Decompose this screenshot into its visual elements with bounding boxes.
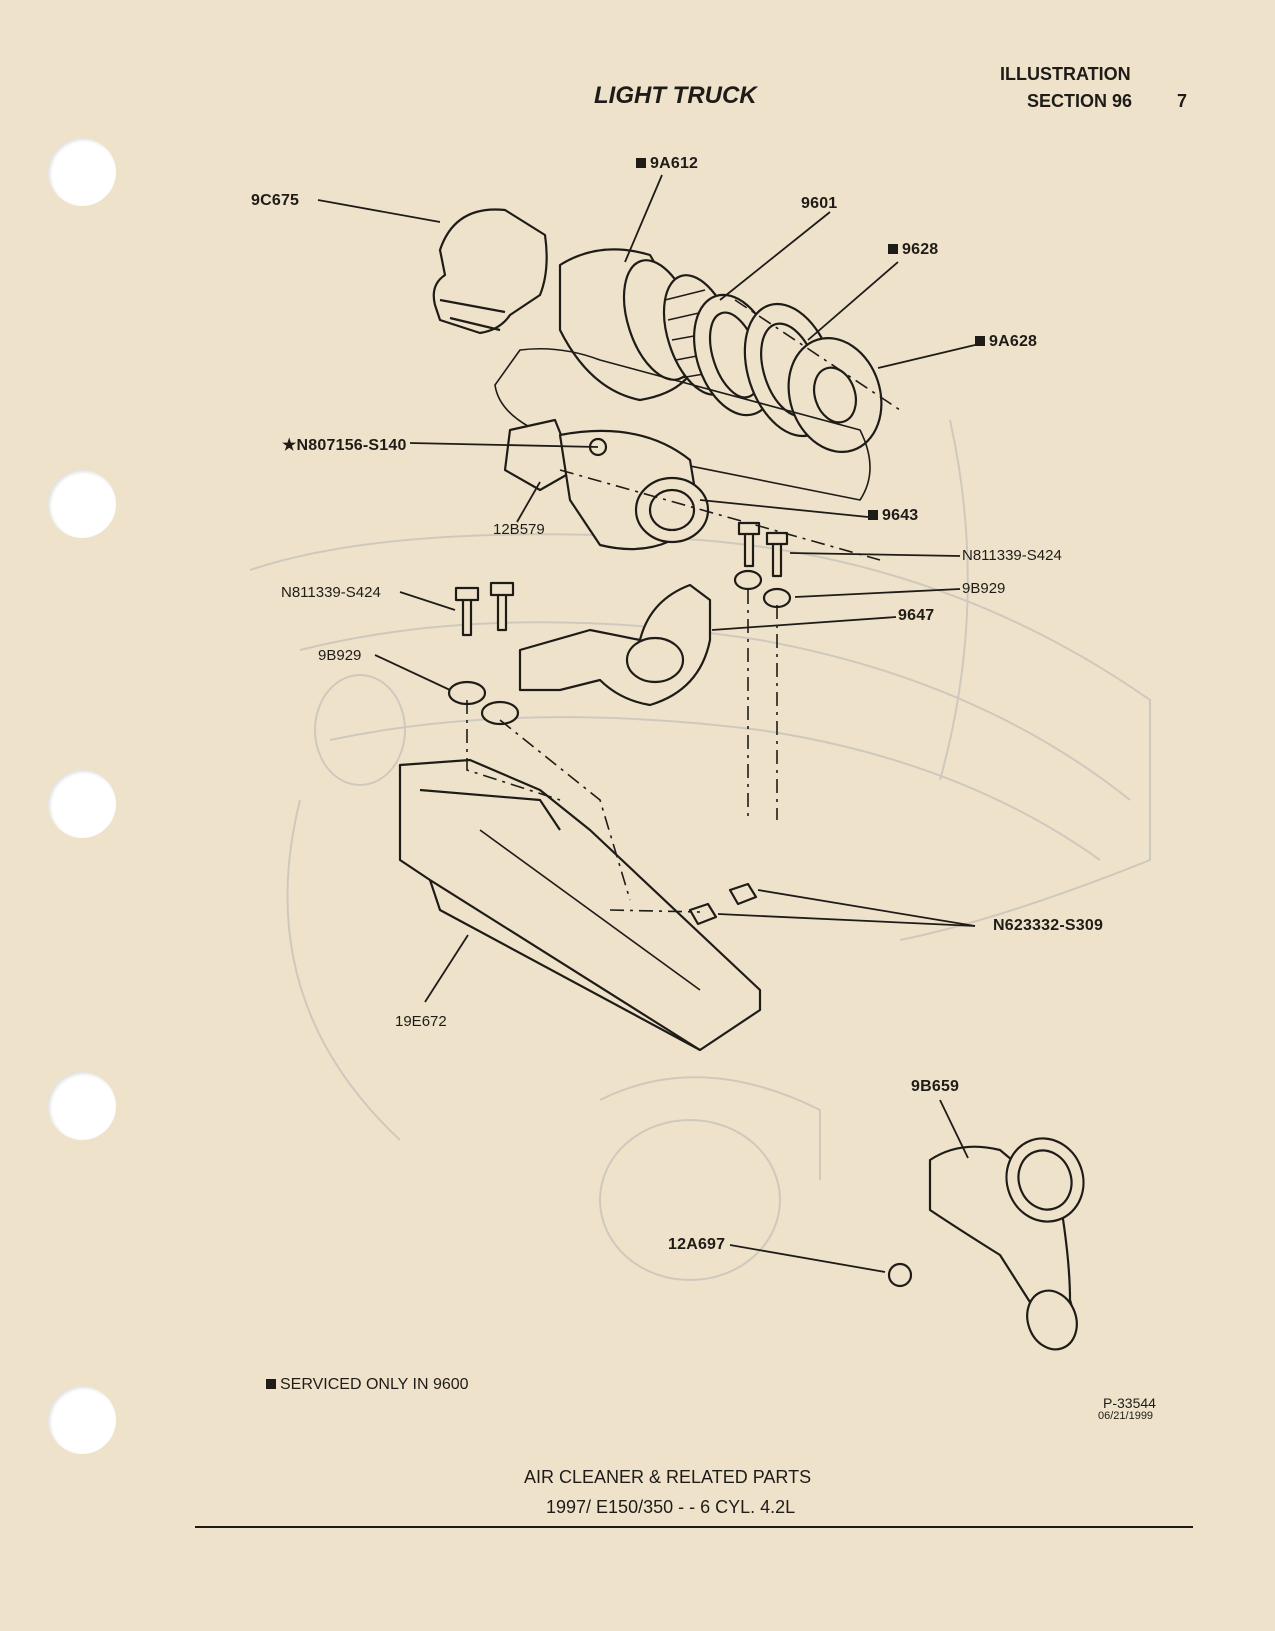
clip-N623332-b — [688, 902, 718, 926]
part-12A697-nut — [887, 1262, 913, 1288]
label-9643-text: 9643 — [882, 507, 919, 524]
clip-N623332-a — [728, 882, 758, 906]
binder-hole-2 — [48, 470, 116, 538]
part-9C675-inlet-duct — [432, 208, 548, 335]
label-12A697: 12A697 — [668, 1236, 726, 1253]
part-19E672-tray — [398, 758, 762, 1052]
part-9647-support — [518, 583, 712, 707]
bolt-head-left-a — [454, 586, 480, 602]
label-9A612-text: 9A612 — [650, 155, 699, 172]
serviced-marker-icon — [868, 510, 878, 520]
serviced-marker-icon — [975, 336, 985, 346]
label-9B659: 9B659 — [911, 1078, 960, 1095]
figure-date: 06/21/1999 — [1098, 1410, 1154, 1422]
bolt-N811339-right-b — [771, 538, 783, 578]
label-9B929-left: 9B929 — [318, 647, 362, 664]
grommet-9B929-right-b — [762, 587, 792, 609]
section-label: SECTION 96 — [1027, 91, 1133, 111]
grommet-9B929-right-a — [733, 569, 763, 591]
binder-hole-1 — [48, 138, 116, 206]
label-9A628: 9A628 — [975, 333, 1037, 351]
grommet-9B929-left-b — [480, 700, 520, 726]
label-N807156-S140: ★N807156-S140 — [282, 437, 407, 454]
leader-lines — [317, 174, 976, 1273]
page-number: 7 — [1177, 91, 1188, 111]
label-9A628-text: 9A628 — [989, 333, 1038, 350]
label-12B579: 12B579 — [493, 521, 545, 538]
label-9628: 9628 — [888, 241, 938, 259]
bolt-head-right-b — [765, 531, 789, 546]
serviced-marker-icon — [636, 158, 646, 168]
label-9601: 9601 — [801, 195, 838, 212]
binder-hole-3 — [48, 770, 116, 838]
label-9647: 9647 — [898, 607, 935, 624]
label-9628-text: 9628 — [902, 241, 939, 258]
bolt-head-left-b — [489, 581, 515, 597]
footer-line-2: 1997/ E150/350 - - 6 CYL. 4.2L — [546, 1497, 796, 1517]
label-9643: 9643 — [868, 507, 918, 525]
label-N623332-S309: N623332-S309 — [993, 917, 1104, 934]
label-19E672: 19E672 — [395, 1013, 447, 1030]
serviced-legend: SERVICED ONLY IN 9600 — [266, 1376, 469, 1394]
label-9B929-right: 9B929 — [962, 580, 1006, 597]
binder-hole-4 — [48, 1072, 116, 1140]
footer-rule — [195, 1526, 1193, 1528]
serviced-marker-icon — [266, 1379, 276, 1389]
part-12B579-bracket — [503, 418, 577, 492]
label-N811339-S424-right: N811339-S424 — [962, 547, 1062, 564]
page-title: LIGHT TRUCK — [594, 82, 757, 109]
label-9A612: 9A612 — [636, 155, 698, 173]
footer-line-1: AIR CLEANER & RELATED PARTS — [524, 1467, 812, 1487]
label-9C675: 9C675 — [251, 192, 300, 209]
label-N811339-S424-left: N811339-S424 — [281, 584, 381, 601]
serviced-legend-text: SERVICED ONLY IN 9600 — [280, 1376, 469, 1393]
ghost-show-through — [249, 419, 1151, 1281]
figure-code: P-33544 — [1103, 1395, 1156, 1411]
bolt-N811339-right-a — [743, 528, 755, 568]
binder-hole-5 — [48, 1386, 116, 1454]
serviced-marker-icon — [888, 244, 898, 254]
illustration-label: ILLUSTRATION — [1000, 64, 1131, 84]
